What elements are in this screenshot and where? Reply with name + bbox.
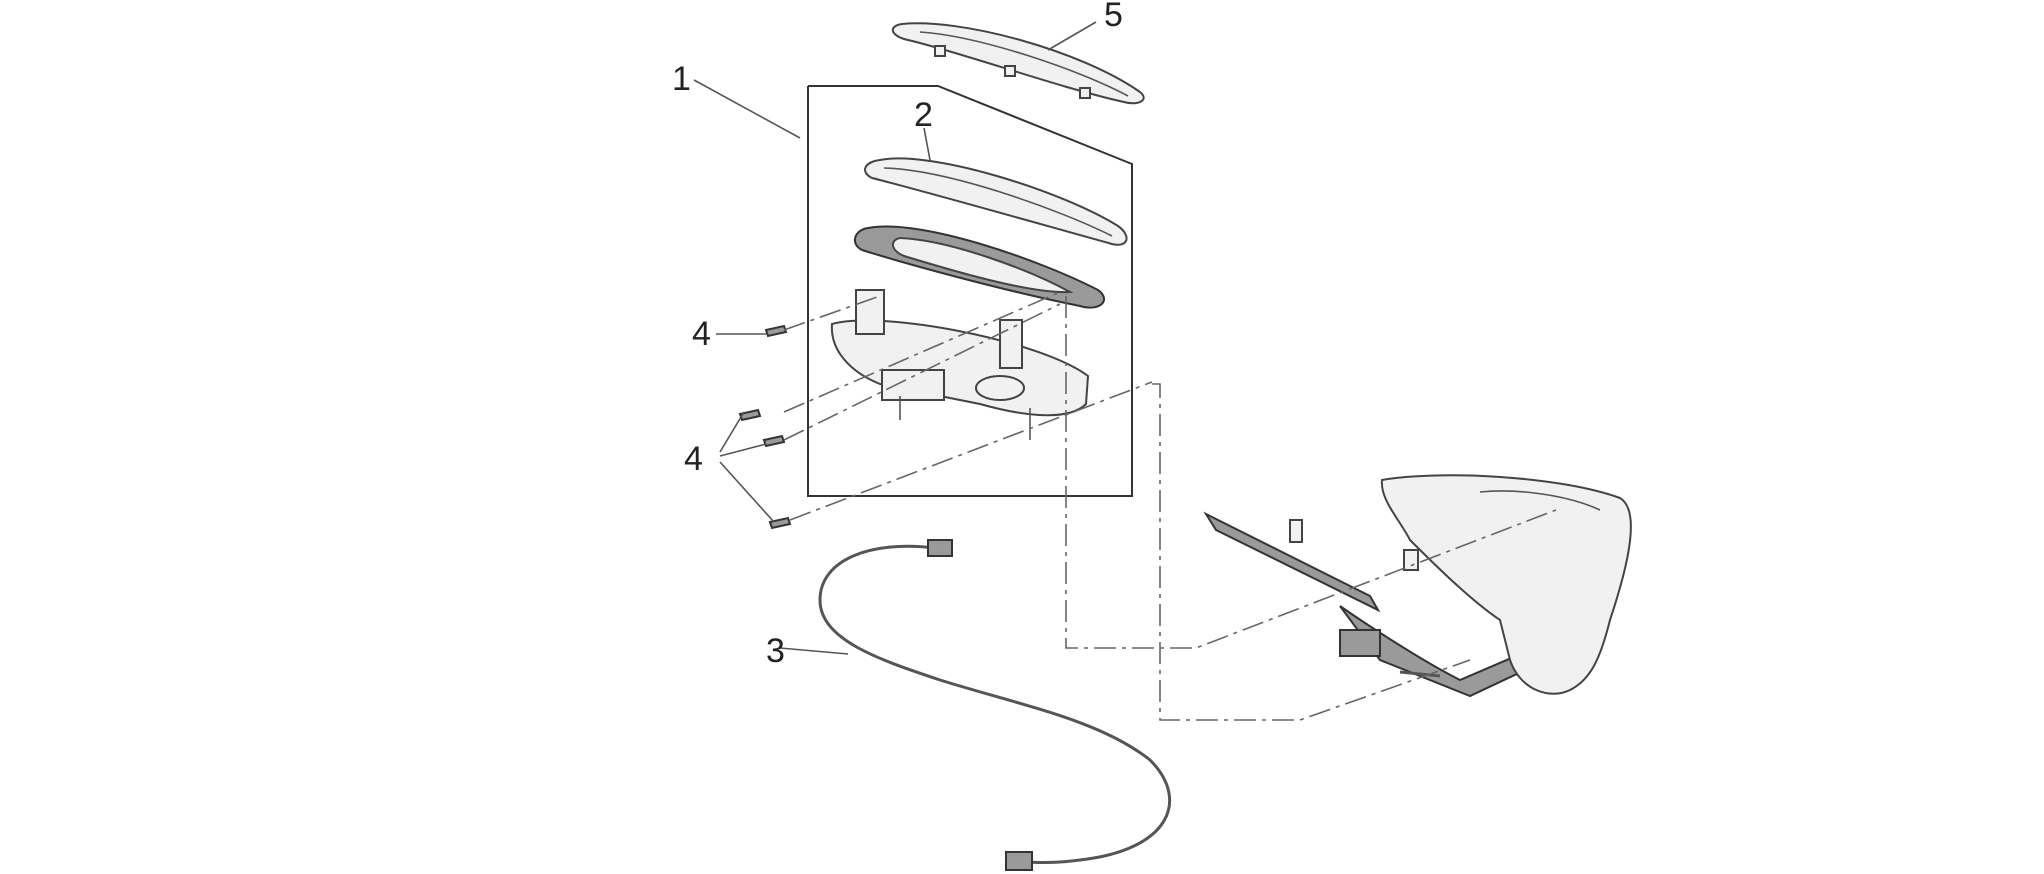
part-3-cable bbox=[818, 539, 1172, 871]
leader-lines bbox=[693, 21, 1097, 655]
callout-2: 2 bbox=[914, 96, 933, 134]
callout-4-upper: 4 bbox=[692, 315, 711, 353]
assembly-lines bbox=[783, 291, 1557, 721]
part-2-gasket bbox=[864, 157, 1128, 246]
instrument-housing bbox=[830, 289, 1090, 440]
callout-3: 3 bbox=[766, 632, 785, 670]
callout-4-lower: 4 bbox=[684, 440, 703, 478]
part-4-screws bbox=[738, 324, 792, 530]
instrument-bezel bbox=[853, 225, 1105, 309]
front-shield bbox=[1380, 474, 1632, 695]
callout-5: 5 bbox=[1104, 0, 1123, 34]
part-5-cover bbox=[892, 22, 1145, 105]
kit-frame bbox=[807, 85, 1133, 497]
callout-1: 1 bbox=[672, 60, 691, 98]
